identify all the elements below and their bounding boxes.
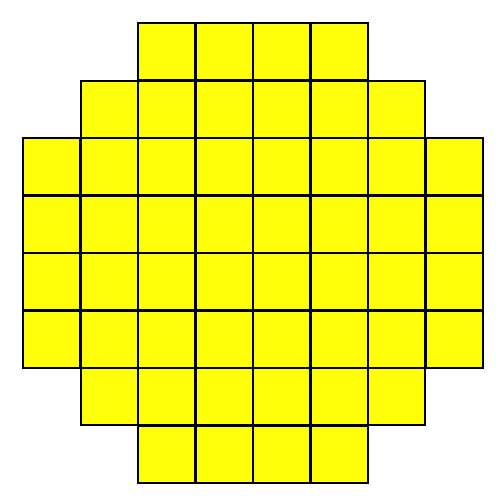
board-cell-r5-c2[interactable]: [137, 310, 196, 369]
board-cell-r5-c6[interactable]: [367, 310, 426, 369]
board-cell-r2-c7[interactable]: [425, 137, 484, 196]
board-cell-r3-c7[interactable]: [425, 195, 484, 254]
board-cell-r5-c1[interactable]: [80, 310, 139, 369]
board-cell-r4-c2[interactable]: [137, 252, 196, 311]
board-cell-r3-c2[interactable]: [137, 195, 196, 254]
board-cell-r1-c6[interactable]: [367, 80, 426, 139]
board-cell-r0-c4[interactable]: [252, 22, 311, 81]
board-cell-r3-c3[interactable]: [195, 195, 254, 254]
board-cell-r5-c3[interactable]: [195, 310, 254, 369]
board-cell-r1-c4[interactable]: [252, 80, 311, 139]
board-cell-r1-c3[interactable]: [195, 80, 254, 139]
board-cell-r5-c7[interactable]: [425, 310, 484, 369]
board-cell-r5-c4[interactable]: [252, 310, 311, 369]
board-cell-r4-c3[interactable]: [195, 252, 254, 311]
board-cell-r0-c2[interactable]: [137, 22, 196, 81]
board-cell-r7-c5[interactable]: [310, 425, 369, 484]
board-cell-r2-c5[interactable]: [310, 137, 369, 196]
board-cell-r6-c1[interactable]: [80, 367, 139, 426]
board-cell-r5-c0[interactable]: [22, 310, 81, 369]
board-cell-r1-c5[interactable]: [310, 80, 369, 139]
board-cell-r4-c7[interactable]: [425, 252, 484, 311]
board-cell-r3-c5[interactable]: [310, 195, 369, 254]
board-cell-r2-c6[interactable]: [367, 137, 426, 196]
board-cell-r2-c2[interactable]: [137, 137, 196, 196]
board-cell-r6-c2[interactable]: [137, 367, 196, 426]
board-cell-r3-c0[interactable]: [22, 195, 81, 254]
board-cell-r4-c5[interactable]: [310, 252, 369, 311]
board-cell-r2-c1[interactable]: [80, 137, 139, 196]
board-cell-r1-c2[interactable]: [137, 80, 196, 139]
board-cell-r6-c4[interactable]: [252, 367, 311, 426]
board-cell-r2-c4[interactable]: [252, 137, 311, 196]
board-cell-r4-c6[interactable]: [367, 252, 426, 311]
board-cell-r3-c4[interactable]: [252, 195, 311, 254]
board-cell-r3-c1[interactable]: [80, 195, 139, 254]
board-cell-r5-c5[interactable]: [310, 310, 369, 369]
board-cell-r1-c1[interactable]: [80, 80, 139, 139]
board-cell-r6-c5[interactable]: [310, 367, 369, 426]
board-cell-r4-c1[interactable]: [80, 252, 139, 311]
board-cell-r0-c5[interactable]: [310, 22, 369, 81]
board-cell-r2-c0[interactable]: [22, 137, 81, 196]
board-cell-r3-c6[interactable]: [367, 195, 426, 254]
board-cell-r7-c2[interactable]: [137, 425, 196, 484]
board-cell-r0-c3[interactable]: [195, 22, 254, 81]
board-cell-r6-c6[interactable]: [367, 367, 426, 426]
board-cell-r7-c3[interactable]: [195, 425, 254, 484]
board-cell-r2-c3[interactable]: [195, 137, 254, 196]
board-cell-r4-c0[interactable]: [22, 252, 81, 311]
board-cell-r6-c3[interactable]: [195, 367, 254, 426]
board-cell-r7-c4[interactable]: [252, 425, 311, 484]
board-cell-r4-c4[interactable]: [252, 252, 311, 311]
